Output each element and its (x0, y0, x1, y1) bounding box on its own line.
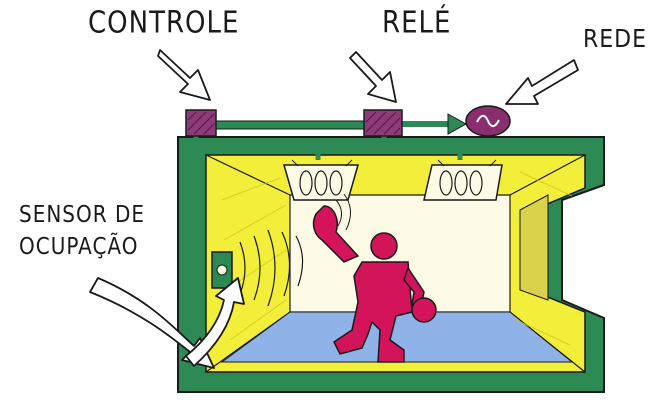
label-rede: REDE (583, 25, 647, 54)
label-controle: CONTROLE (88, 6, 239, 41)
label-sensor-line2: OCUPAÇÃO (19, 232, 139, 260)
ac-source-icon (466, 106, 510, 136)
window-notch (520, 195, 548, 300)
control-box (186, 110, 216, 136)
label-sensor-line1: SENSOR DE (19, 200, 145, 228)
label-rele: RELÉ (382, 6, 451, 41)
lamp-icon (284, 160, 358, 200)
motion-sensor-icon (212, 252, 232, 288)
arrow-icon (448, 114, 466, 134)
lamp-icon (424, 160, 502, 200)
